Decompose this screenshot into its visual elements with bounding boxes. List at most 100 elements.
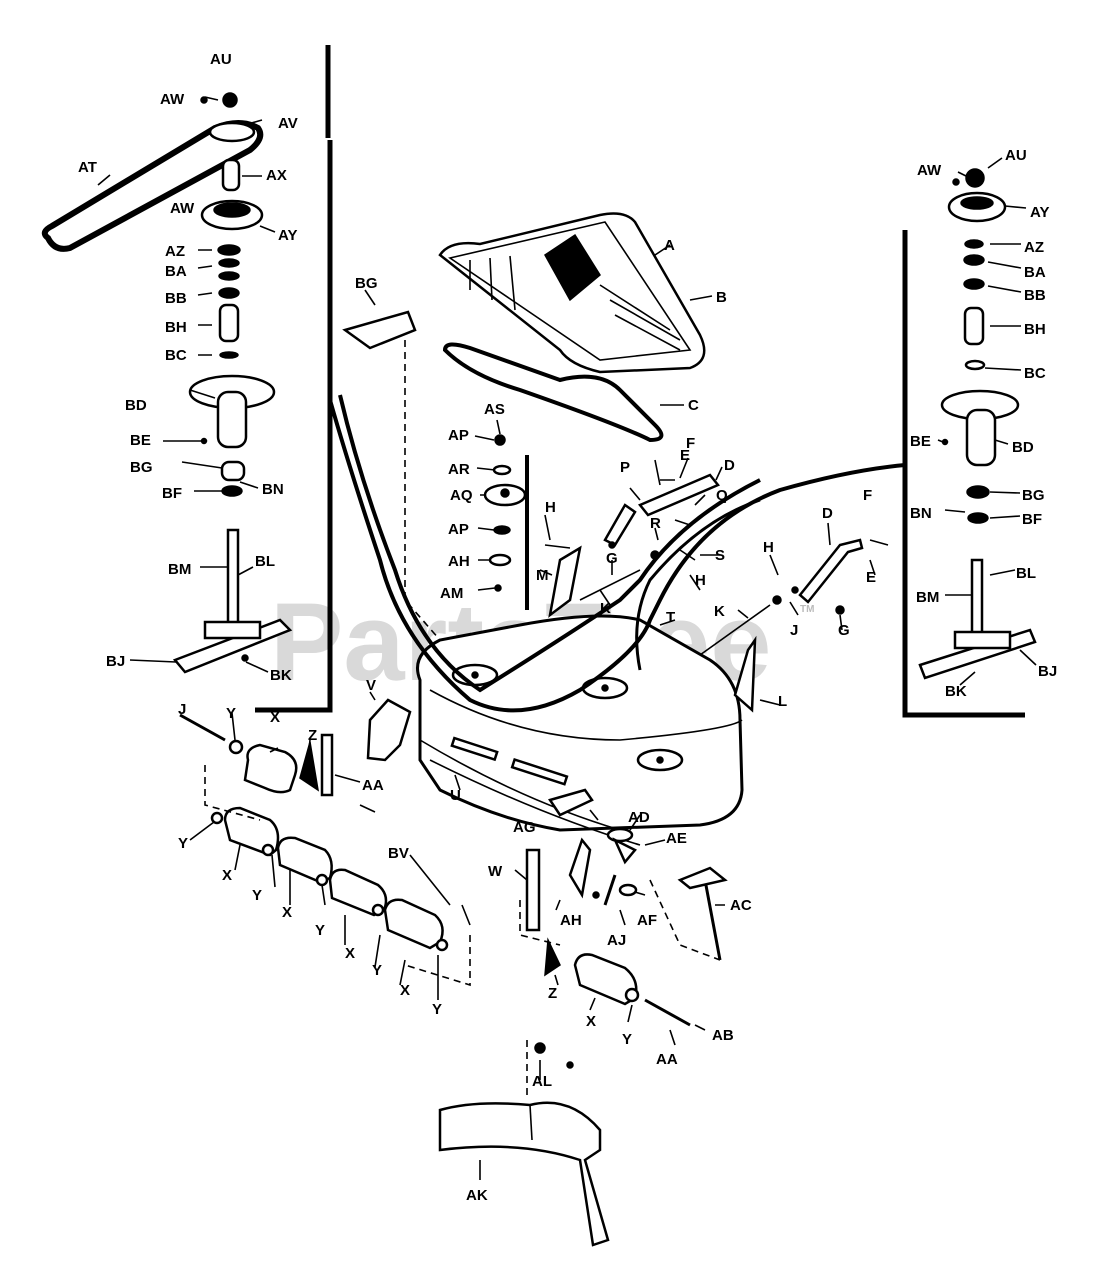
- axle-j: [179, 713, 226, 742]
- label-bh: BH: [165, 319, 187, 336]
- left-box-border: [255, 45, 333, 713]
- label-x-5: X: [400, 982, 410, 999]
- bracket-w: [525, 848, 541, 932]
- part-r: [650, 550, 660, 560]
- label-au: AU: [210, 51, 232, 68]
- label-y-3: Y: [252, 887, 262, 904]
- label-f: F: [686, 435, 695, 452]
- label-bk-right: BK: [945, 683, 967, 700]
- part-bg: [220, 460, 246, 482]
- label-ay-right: AY: [1030, 204, 1049, 221]
- part-ae: [612, 837, 637, 865]
- label-bj: BJ: [106, 653, 125, 670]
- chute-ak: [438, 1101, 610, 1247]
- label-bn: BN: [262, 481, 284, 498]
- label-d-right: D: [822, 505, 833, 522]
- cover-opening: [544, 233, 601, 302]
- label-as: AS: [484, 401, 505, 418]
- label-ah: AH: [448, 553, 470, 570]
- label-ae: AE: [666, 830, 687, 847]
- label-bb: BB: [165, 290, 187, 307]
- label-y-right: Y: [622, 1031, 632, 1048]
- label-c: C: [688, 397, 699, 414]
- discharge-chute: [438, 1040, 610, 1247]
- label-al: AL: [532, 1073, 552, 1090]
- label-u: U: [450, 787, 461, 804]
- label-ax: AX: [266, 167, 287, 184]
- washer-aw: [200, 96, 208, 104]
- label-be: BE: [130, 432, 151, 449]
- label-bm: BM: [168, 561, 191, 578]
- label-ay: AY: [278, 227, 297, 244]
- label-be-right: BE: [910, 433, 931, 450]
- label-bk: BK: [270, 667, 292, 684]
- label-bl: BL: [255, 553, 275, 570]
- label-bn-right: BN: [910, 505, 932, 522]
- label-aj: AJ: [607, 932, 626, 949]
- label-z-right: Z: [548, 985, 557, 1002]
- arm-q: [603, 503, 637, 547]
- label-ab: AB: [712, 1027, 734, 1044]
- bolt-ac: [603, 874, 722, 961]
- label-y-4: Y: [315, 922, 325, 939]
- part-g: [608, 541, 616, 549]
- part-as: [494, 434, 506, 446]
- belt-cover-assembly: [342, 212, 713, 443]
- label-x-2: X: [222, 867, 232, 884]
- shaft-bm: [226, 528, 240, 632]
- label-v: V: [366, 677, 376, 694]
- part-ah: [488, 553, 512, 567]
- label-s: S: [715, 547, 725, 564]
- nut-au: [222, 92, 238, 108]
- callout-labels: AU AW AV AT AX AW AY AZ BA BB BH BC BD B…: [78, 51, 1057, 1204]
- label-b: B: [716, 289, 727, 306]
- label-y-2: Y: [178, 835, 188, 852]
- label-ar: AR: [448, 461, 470, 478]
- trademark: TM: [800, 604, 814, 615]
- part-bb: [218, 287, 240, 299]
- idler-stack: [474, 419, 529, 610]
- part-af: [618, 883, 638, 897]
- label-x-3: X: [282, 904, 292, 921]
- label-bd-right: BD: [1012, 439, 1034, 456]
- lever-m: [548, 545, 582, 618]
- part-ap: [493, 525, 511, 535]
- bracket-aa-1: [320, 733, 334, 797]
- part-am: [494, 584, 502, 592]
- part-be: [200, 437, 208, 445]
- label-aq: AQ: [450, 487, 473, 504]
- shaft-bm-right: [970, 558, 984, 642]
- label-h: H: [545, 499, 556, 516]
- label-w: W: [488, 863, 503, 880]
- label-bg-right: BG: [1022, 487, 1045, 504]
- label-au-right: AU: [1005, 147, 1027, 164]
- part-z-right: [544, 937, 561, 977]
- label-f-right: F: [863, 487, 872, 504]
- label-bg-top: BG: [355, 275, 378, 292]
- part-bf: [221, 485, 243, 497]
- part-ba: [218, 258, 240, 268]
- belt-c: [442, 342, 664, 443]
- left-spindle-assembly: [41, 45, 333, 713]
- part-bc: [219, 351, 239, 359]
- label-x-4: X: [345, 945, 355, 962]
- part-z-1: [299, 741, 320, 792]
- lever-l: [733, 635, 757, 713]
- label-ad: AD: [628, 809, 650, 826]
- label-bf: BF: [162, 485, 182, 502]
- label-p: P: [620, 459, 630, 476]
- right-spindle-assembly: [902, 157, 1037, 718]
- label-y-1: Y: [226, 705, 236, 722]
- label-y-5: Y: [372, 962, 382, 979]
- bracket-v: [366, 698, 412, 762]
- linkage-right: [699, 522, 889, 713]
- belt-at: [41, 120, 264, 252]
- label-e: E: [680, 447, 690, 464]
- label-k: K: [600, 600, 611, 617]
- bracket-bg: [342, 310, 417, 350]
- rollers-right: [514, 788, 728, 1046]
- label-bc-right: BC: [1024, 365, 1046, 382]
- nut-au-right: [965, 168, 985, 188]
- arm-d: [637, 473, 721, 517]
